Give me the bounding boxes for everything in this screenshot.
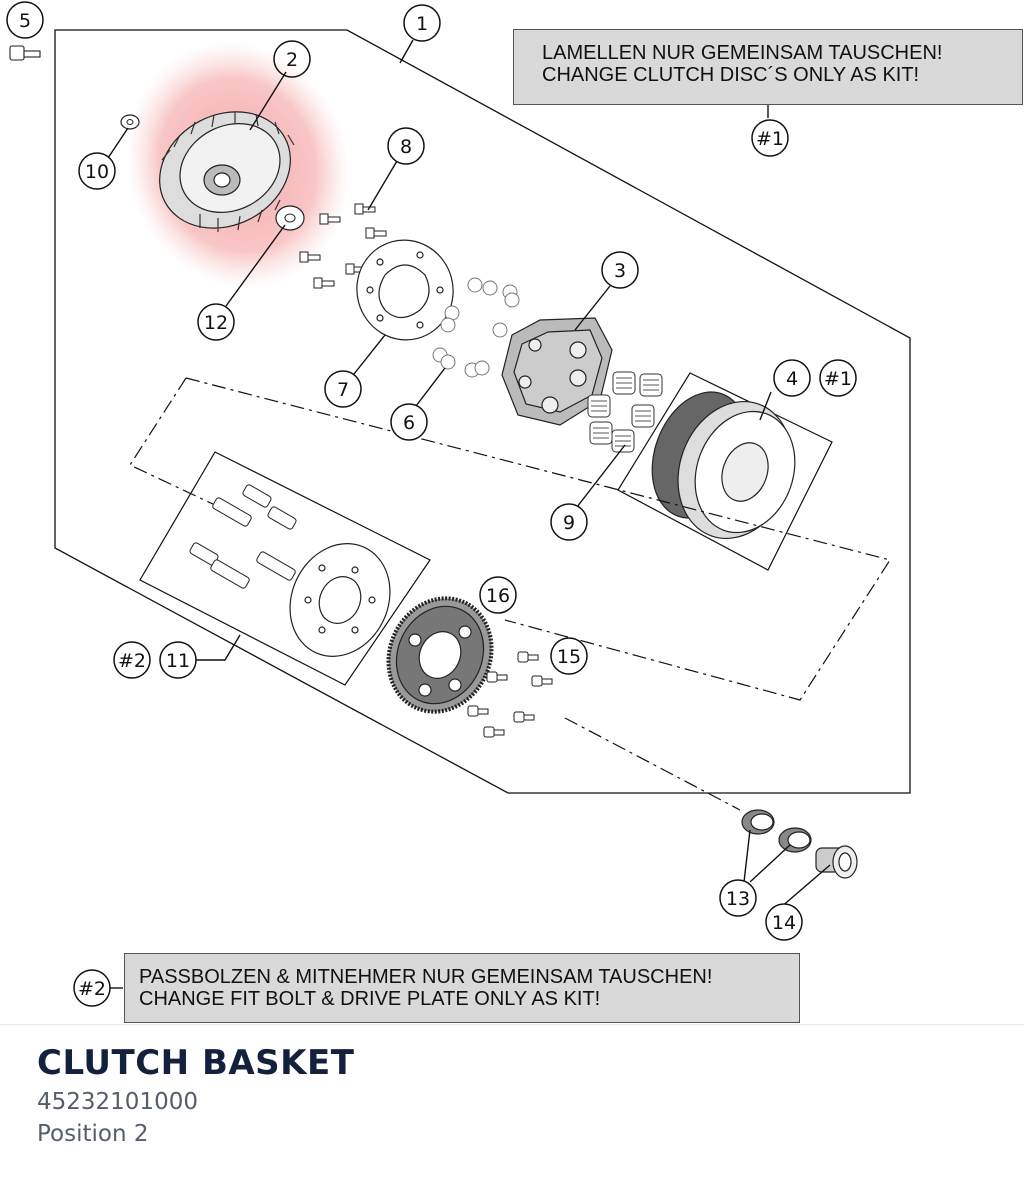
kit1-note-line1: LAMELLEN NUR GEMEINSAM TAUSCHEN! — [542, 42, 943, 64]
callout-14[interactable]: 14 — [765, 903, 803, 941]
svg-text:7: 7 — [337, 379, 349, 401]
balls-6[interactable] — [432, 277, 520, 378]
svg-text:3: 3 — [614, 260, 626, 282]
svg-text:8: 8 — [400, 136, 412, 158]
callout-16[interactable]: 16 — [479, 576, 517, 614]
svg-text:12: 12 — [204, 312, 228, 334]
drive-plate-11[interactable] — [272, 527, 408, 673]
svg-text:#2: #2 — [78, 978, 106, 1000]
svg-text:11: 11 — [166, 650, 190, 672]
svg-text:4: 4 — [786, 368, 798, 390]
part-title: CLUTCH BASKET — [37, 1043, 355, 1083]
kit2-note-line1: PASSBOLZEN & MITNEHMER NUR GEMEINSAM TAU… — [139, 966, 713, 988]
washer-12[interactable] — [275, 205, 305, 231]
svg-text:#1: #1 — [824, 368, 852, 390]
callout-kit1-part[interactable]: #1 — [819, 359, 857, 397]
callout-13[interactable]: 13 — [719, 879, 757, 917]
svg-text:5: 5 — [19, 10, 31, 32]
callout-2[interactable]: 2 — [273, 40, 311, 78]
callout-7[interactable]: 7 — [324, 370, 362, 408]
kit2-note: PASSBOLZEN & MITNEHMER NUR GEMEINSAM TAU… — [124, 953, 800, 1023]
part-position: Position 2 — [37, 1121, 149, 1147]
assembly-outline — [54, 29, 911, 794]
svg-text:1: 1 — [416, 13, 428, 35]
kit1-note: LAMELLEN NUR GEMEINSAM TAUSCHEN! CHANGE … — [513, 29, 1023, 105]
svg-text:13: 13 — [726, 888, 750, 910]
sleeve-14[interactable] — [815, 845, 858, 879]
callout-8[interactable]: 8 — [387, 127, 425, 165]
disc-kit-box-4 — [617, 372, 833, 571]
clutch-basket-part[interactable] — [139, 90, 311, 251]
callout-kit1-note[interactable]: #1 — [751, 119, 789, 157]
screw-5[interactable] — [9, 45, 41, 61]
callout-4[interactable]: 4 — [773, 359, 811, 397]
callout-3[interactable]: 3 — [601, 251, 639, 289]
svg-text:#1: #1 — [756, 128, 784, 150]
part-number: 45232101000 — [37, 1089, 198, 1115]
washer-10[interactable] — [120, 114, 140, 130]
callout-5[interactable]: 5 — [6, 1, 44, 39]
fit-bolts-11[interactable] — [189, 484, 297, 589]
callout-15[interactable]: 15 — [550, 637, 588, 675]
exploded-diagram: 1 2 3 4 5 6 7 8 9 10 11 12 13 14 15 16 #… — [6, 1, 1023, 1023]
callout-kit2-part[interactable]: #2 — [113, 641, 151, 679]
callout-1[interactable]: 1 — [403, 4, 441, 42]
callout-6[interactable]: 6 — [390, 403, 428, 441]
svg-text:14: 14 — [772, 912, 796, 934]
callout-12[interactable]: 12 — [197, 303, 235, 341]
fit-bolt-kit-box-11 — [139, 451, 431, 686]
svg-text:16: 16 — [486, 585, 510, 607]
screws-15[interactable] — [467, 651, 553, 738]
svg-text:9: 9 — [563, 512, 575, 534]
svg-text:6: 6 — [403, 412, 415, 434]
clutch-hub-3[interactable] — [501, 317, 613, 426]
callout-11[interactable]: 11 — [159, 641, 197, 679]
diagram-svg: 1 2 3 4 5 6 7 8 9 10 11 12 13 14 15 16 #… — [6, 1, 911, 1007]
part-info-panel: CLUTCH BASKET 45232101000 Position 2 — [0, 1024, 1024, 1178]
svg-text:2: 2 — [286, 49, 298, 71]
guide-lines — [129, 377, 891, 811]
callout-9[interactable]: 9 — [550, 503, 588, 541]
callout-10[interactable]: 10 — [78, 152, 116, 190]
pressure-plate-7[interactable] — [346, 229, 465, 350]
clutch-discs-4[interactable] — [635, 379, 811, 555]
svg-text:#2: #2 — [118, 650, 146, 672]
callout-kit2-note[interactable]: #2 — [73, 969, 111, 1007]
kit1-note-line2: CHANGE CLUTCH DISC´S ONLY AS KIT! — [542, 64, 920, 86]
svg-text:15: 15 — [557, 646, 581, 668]
springs-9[interactable] — [587, 371, 663, 453]
svg-text:10: 10 — [85, 161, 109, 183]
kit2-note-line2: CHANGE FIT BOLT & DRIVE PLATE ONLY AS KI… — [139, 988, 601, 1010]
bushings-13[interactable] — [741, 809, 812, 853]
gear-16[interactable] — [370, 581, 510, 728]
